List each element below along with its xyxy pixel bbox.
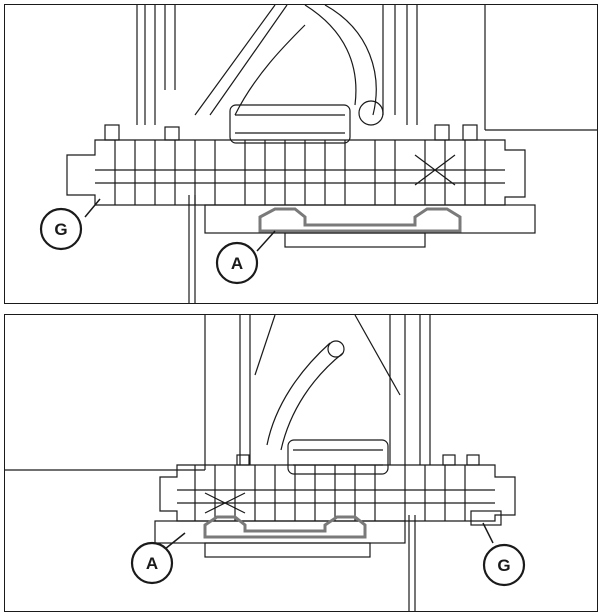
callout-label-g-bottom: G <box>497 556 510 575</box>
device-drawing-top: G A <box>39 5 597 303</box>
background-structure <box>5 315 431 471</box>
callout-label-a: A <box>231 254 243 273</box>
knob <box>358 100 384 126</box>
leader-line-g <box>84 198 101 218</box>
body-ribs-bottom <box>194 465 466 521</box>
rail-profile-bottom <box>203 515 367 539</box>
base-plate-bottom <box>154 515 416 611</box>
foot-block <box>470 510 502 526</box>
callout-a-bottom: A <box>130 541 174 585</box>
top-handle-bottom <box>287 439 389 475</box>
main-body <box>66 124 526 206</box>
diagram-panel-top: G A <box>4 4 598 304</box>
top-handle <box>229 104 351 144</box>
main-body-bottom <box>159 454 516 522</box>
callout-a: A <box>215 241 259 285</box>
leader-line-a <box>256 230 276 252</box>
device-drawing-bottom: A G <box>5 315 526 611</box>
callout-g-bottom: G <box>482 543 526 587</box>
callout-label-a-bottom: A <box>146 554 158 573</box>
base-plate <box>188 195 536 303</box>
callout-label-g: G <box>54 220 67 239</box>
arched-arm-bottom <box>254 315 401 451</box>
arched-arm <box>194 5 377 116</box>
leader-line-a-bottom <box>164 532 186 550</box>
diagram-panel-bottom: A G <box>4 314 598 612</box>
leader-line-g-bottom <box>482 522 494 544</box>
rail-profile <box>258 207 462 233</box>
callout-g: G <box>39 207 83 251</box>
body-ribs <box>114 140 486 205</box>
column-structure <box>136 5 597 131</box>
